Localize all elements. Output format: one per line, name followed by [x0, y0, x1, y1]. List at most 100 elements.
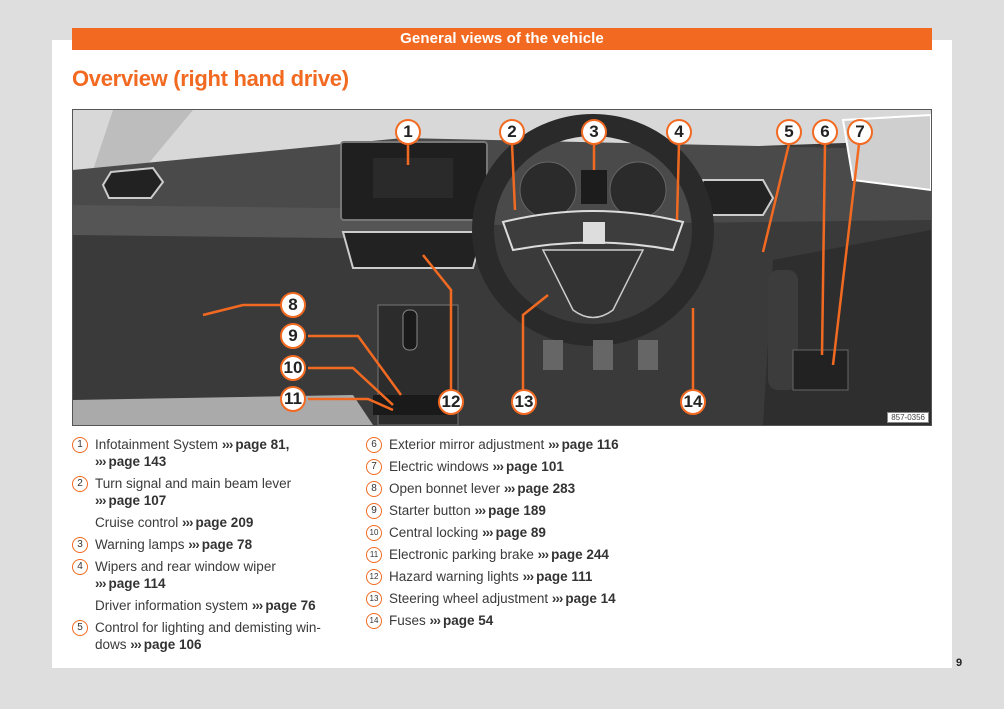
legend-item: 5 Control for lighting and demisting win…	[72, 619, 342, 653]
item-text: Starter button	[389, 503, 471, 518]
arrows-icon: ›››	[537, 547, 549, 562]
arrows-icon: ›››	[130, 637, 141, 652]
arrows-icon: ›››	[503, 481, 515, 496]
page-link[interactable]: ›››page 81,	[221, 437, 290, 452]
number-badge: 12	[366, 569, 382, 585]
item-text: Central locking	[389, 525, 479, 540]
page-link[interactable]: ›››page 189	[474, 503, 546, 518]
legend-subitem: Driver information system ›››page 76	[72, 597, 342, 614]
page-link[interactable]: ›››page 283	[503, 481, 576, 496]
arrows-icon: ›››	[492, 459, 504, 474]
legend-item: 1 Infotainment System ›››page 81, ›››pag…	[72, 436, 342, 470]
page-link[interactable]: ›››page 89	[482, 525, 546, 540]
legend-column-2: 6 Exterior mirror adjustment ›››page 116…	[366, 436, 666, 634]
page-link[interactable]: ›››page 111	[522, 569, 593, 584]
arrows-icon: ›››	[95, 493, 106, 508]
page-link[interactable]: ›››page 116	[548, 437, 619, 452]
legend-item: 3 Warning lamps ›››page 78	[72, 536, 342, 553]
page-link[interactable]: ›››page 107	[95, 493, 167, 508]
callout-6: 6	[812, 119, 838, 145]
callout-10: 10	[280, 355, 306, 381]
callout-9: 9	[280, 323, 306, 349]
legend-item: 11 Electronic parking brake ›››page 244	[366, 546, 666, 563]
number-badge: 14	[366, 613, 382, 629]
number-badge: 11	[366, 547, 382, 563]
number-badge: 3	[72, 537, 88, 553]
callout-7: 7	[847, 119, 873, 145]
page-link[interactable]: ›››page 54	[429, 613, 494, 628]
page-link[interactable]: ›››page 244	[537, 547, 609, 562]
page-link[interactable]: ›››page 106	[130, 637, 202, 652]
number-badge: 5	[72, 620, 88, 636]
arrows-icon: ›››	[95, 576, 106, 591]
item-text: Fuses	[389, 613, 426, 628]
page-link[interactable]: ›››page 209	[182, 515, 254, 530]
arrows-icon: ›››	[221, 437, 233, 452]
arrows-icon: ›››	[474, 503, 486, 518]
number-badge: 4	[72, 559, 88, 575]
arrows-icon: ›››	[251, 598, 263, 613]
number-badge: 9	[366, 503, 382, 519]
item-text: Steering wheel adjustment	[389, 591, 549, 606]
item-text: Open bonnet lever	[389, 481, 501, 496]
arrows-icon: ›››	[548, 437, 559, 452]
page-title: Overview (right hand drive)	[72, 66, 349, 91]
arrows-icon: ›››	[95, 454, 106, 469]
item-text: Warning lamps	[95, 537, 185, 552]
legend-item: 12 Hazard warning lights ›››page 111	[366, 568, 666, 585]
number-badge: 13	[366, 591, 382, 607]
number-badge: 2	[72, 476, 88, 492]
callout-4: 4	[666, 119, 692, 145]
page-link[interactable]: ›››page 14	[551, 591, 616, 606]
item-text: Hazard warning lights	[389, 569, 519, 584]
dashboard-illustration	[73, 110, 931, 425]
number-badge: 1	[72, 437, 88, 453]
number-badge: 7	[366, 459, 382, 475]
legend-item: 4 Wipers and rear window wiper ›››page 1…	[72, 558, 342, 592]
callout-8: 8	[280, 292, 306, 318]
callout-3: 3	[581, 119, 607, 145]
number-badge: 8	[366, 481, 382, 497]
page-link[interactable]: ›››page 101	[492, 459, 564, 474]
number-badge: 10	[366, 525, 382, 541]
item-text: Infotainment System	[95, 437, 219, 452]
figure-id: 857-0356	[887, 412, 929, 423]
item-text: Electronic parking brake	[389, 547, 534, 562]
legend-item: 2 Turn signal and main beam lever ›››pag…	[72, 475, 342, 509]
legend-column-1: 1 Infotainment System ›››page 81, ›››pag…	[72, 436, 342, 658]
legend-item: 13 Steering wheel adjustment ›››page 14	[366, 590, 666, 607]
arrows-icon: ›››	[522, 569, 534, 584]
callout-1: 1	[395, 119, 421, 145]
arrows-icon: ›››	[551, 591, 563, 606]
item-text: Control for lighting and demisting win-	[95, 620, 321, 635]
item-text: Driver information system	[95, 598, 249, 613]
legend-subitem: Cruise control ›››page 209	[72, 514, 342, 531]
item-text: Wipers and rear window wiper	[95, 559, 276, 574]
item-text: Turn signal and main beam lever	[95, 476, 292, 491]
callout-2: 2	[499, 119, 525, 145]
dashboard-figure: 1 2 3 4 5 6 7 8 9 10 11 12 13 14 857-035…	[72, 109, 932, 426]
arrows-icon: ›››	[482, 525, 493, 540]
item-text-cont: dows	[95, 637, 127, 652]
callout-12: 12	[438, 389, 464, 415]
callout-14: 14	[680, 389, 706, 415]
legend-item: 9 Starter button ›››page 189	[366, 502, 666, 519]
legend-item: 8 Open bonnet lever ›››page 283	[366, 480, 666, 497]
page-number: 9	[956, 657, 963, 669]
callout-5: 5	[776, 119, 802, 145]
legend-item: 10 Central locking ›››page 89	[366, 524, 666, 541]
page-link[interactable]: ›››page 114	[95, 576, 166, 591]
legend-item: 7 Electric windows ›››page 101	[366, 458, 666, 475]
callout-11: 11	[280, 386, 306, 412]
callout-13: 13	[511, 389, 537, 415]
item-text: Electric windows	[389, 459, 489, 474]
page-link[interactable]: ›››page 143	[95, 454, 167, 469]
section-banner: General views of the vehicle	[72, 28, 932, 50]
legend-item: 14 Fuses ›››page 54	[366, 612, 666, 629]
legend-item: 6 Exterior mirror adjustment ›››page 116	[366, 436, 666, 453]
number-badge: 6	[366, 437, 382, 453]
page-link[interactable]: ›››page 78	[188, 537, 253, 552]
page-link[interactable]: ›››page 76	[251, 598, 316, 613]
item-text: Cruise control	[95, 515, 179, 530]
arrows-icon: ›››	[182, 515, 193, 530]
